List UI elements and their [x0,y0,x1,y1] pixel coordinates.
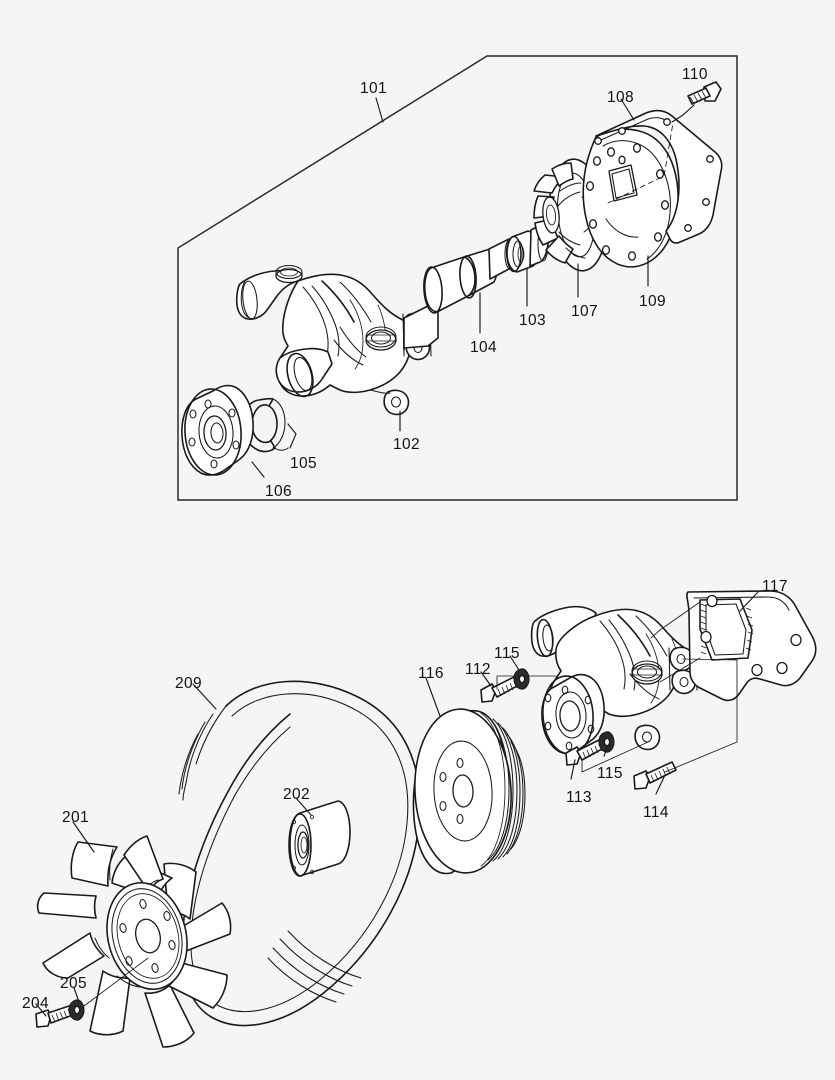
part-114-bolt [633,761,677,790]
part-117-gasket [686,590,817,702]
callout-label-110: 110 [682,66,708,83]
bottom-figure-leaders [35,591,759,1017]
callout-label-205: 205 [60,975,88,992]
callout-label-108: 108 [607,89,635,106]
callout-label-107: 107 [571,303,599,320]
part-106-pulley-hub-flange [181,384,254,476]
callout-label-101: 101 [360,80,388,97]
callout-label-201: 201 [62,809,90,826]
part-109-back-cover-plate [582,128,679,268]
callout-label-117: 117 [762,578,788,595]
lower-water-pump-housing [530,605,699,755]
top-figure-leaders [251,98,649,478]
callout-label-104: 104 [470,339,498,356]
part-103-seal [505,223,550,273]
part-201-cooling-fan [36,835,232,1048]
part-110-bolt [607,81,722,204]
callout-label-209: 209 [175,675,203,692]
callout-label-102: 102 [393,436,421,453]
callout-label-115-lower: 115 [597,765,623,782]
callout-label-204: 204 [22,995,50,1012]
callout-label-106: 106 [265,483,293,500]
part-102-water-pump-housing [235,264,433,416]
callout-label-109: 109 [639,293,667,310]
part-115-washer-upper [513,668,530,690]
part-108-gasket [594,109,723,244]
callout-label-113: 113 [566,789,592,806]
part-202-fan-spacer [288,800,351,877]
part-205-fan-washer [68,999,85,1021]
callout-label-115-upper: 115 [494,645,520,662]
part-104-shaft-bearing [403,238,516,351]
part-116-crank-pulley [412,708,526,875]
top-figure-frame [177,55,738,501]
callout-label-103: 103 [519,312,547,329]
callout-leader-101 [375,97,384,123]
callout-label-112: 112 [465,661,491,678]
callout-label-105: 105 [290,455,318,472]
part-115-washer-lower [598,731,615,753]
callout-label-114: 114 [643,804,669,821]
callout-label-202: 202 [283,786,311,803]
callout-label-116: 116 [418,665,444,682]
